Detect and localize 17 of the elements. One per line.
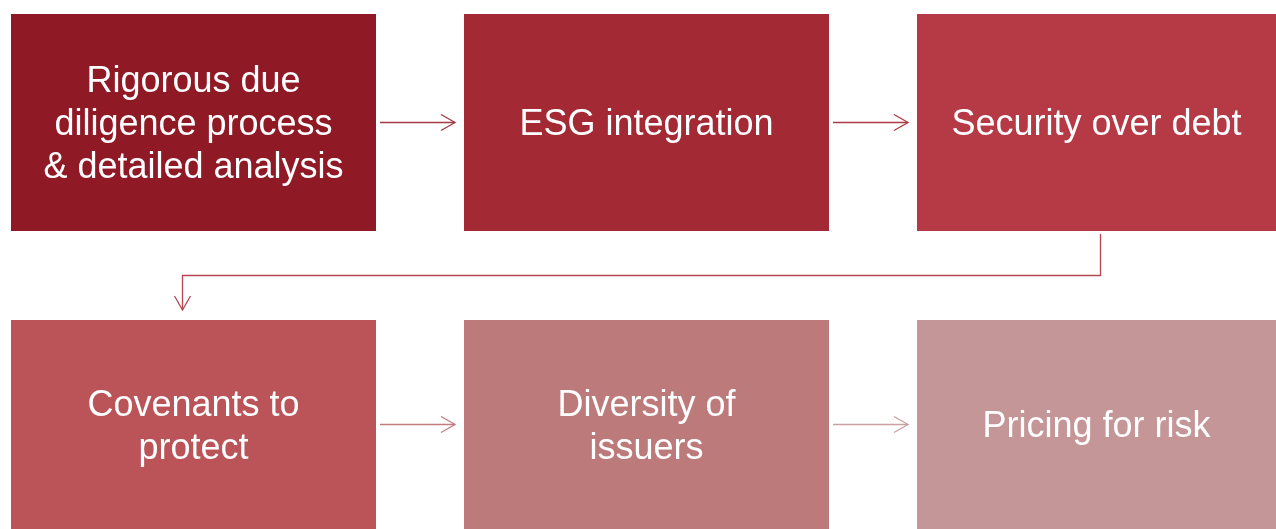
arrow — [379, 113, 456, 132]
process-box — [464, 320, 829, 529]
box-label: ESG integration — [519, 101, 774, 144]
process-box — [11, 320, 376, 529]
arrow — [379, 415, 456, 434]
box-label: Pricing for risk — [982, 403, 1211, 446]
box-label: Diversity of issuers — [556, 381, 737, 468]
process-box — [11, 14, 376, 231]
arrow — [173, 233, 1102, 311]
process-box — [917, 14, 1276, 231]
box-label: Rigorous due diligence process & detailed analysis — [42, 58, 345, 187]
arrow — [832, 113, 909, 132]
process-box — [917, 320, 1276, 529]
box-label: Security over debt — [951, 101, 1242, 144]
arrow — [832, 415, 909, 434]
process-box — [464, 14, 829, 231]
box-label: Covenants to protect — [86, 381, 301, 468]
